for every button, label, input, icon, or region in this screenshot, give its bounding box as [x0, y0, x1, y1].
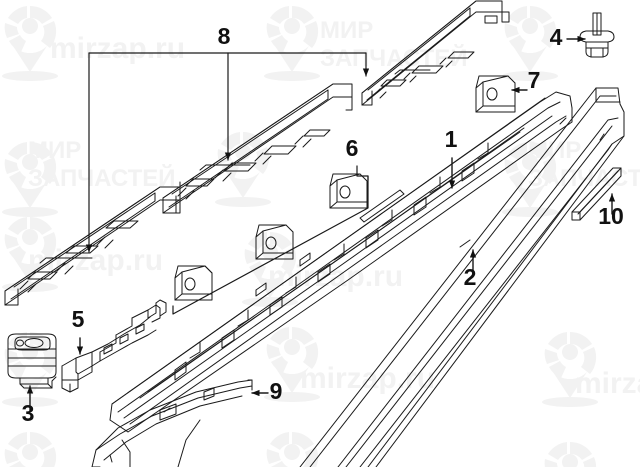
callout-3[interactable]: 3: [22, 400, 35, 426]
part-rail-upper-right: [361, 0, 510, 106]
callout-8[interactable]: 8: [218, 23, 231, 49]
callout-7[interactable]: 7: [528, 67, 541, 93]
callout-1[interactable]: 1: [445, 126, 458, 152]
callout-10[interactable]: 10: [598, 203, 624, 229]
part-rocker-outer: [109, 91, 573, 433]
watermark-domain-text: mirzap.ru: [575, 367, 640, 400]
part-retainer-bracket: [61, 299, 167, 393]
part-clip-b: [255, 224, 294, 260]
callout-4[interactable]: 4: [550, 24, 563, 50]
callout-9[interactable]: 9: [270, 378, 283, 404]
callout-label-group: 1 2 3 4 5 6 7 8 9 10: [22, 23, 624, 426]
part-end-cap: [475, 75, 516, 113]
leader-arrows: [26, 35, 616, 413]
watermark-domain-text: mirzap.ru: [300, 362, 435, 395]
watermark-text-primary: МИР: [28, 137, 81, 164]
part-rail-lower-left: [4, 186, 181, 306]
bracket-6: [172, 165, 369, 315]
callout-5[interactable]: 5: [72, 306, 85, 332]
part-rail-middle: [162, 83, 353, 214]
watermark-domain-text: mirzap.ru: [268, 260, 403, 293]
part-grommet: [7, 333, 57, 389]
part-clip-a: [329, 173, 368, 209]
watermark-text-primary: МИР: [320, 17, 373, 44]
part-rocker-molding: [299, 87, 625, 467]
bracket-8: [85, 52, 370, 253]
part-sill-extension: [91, 379, 253, 467]
watermark-domain-text: mirzap.ru: [50, 32, 185, 65]
part-push-rivet: [579, 12, 615, 58]
part-clip-c: [174, 265, 213, 301]
callout-6[interactable]: 6: [346, 135, 359, 161]
part-molding-strip: [571, 167, 622, 221]
callout-2[interactable]: 2: [464, 264, 477, 290]
watermark-text-secondary: ЗАПЧАСТЕЙ: [28, 164, 176, 192]
